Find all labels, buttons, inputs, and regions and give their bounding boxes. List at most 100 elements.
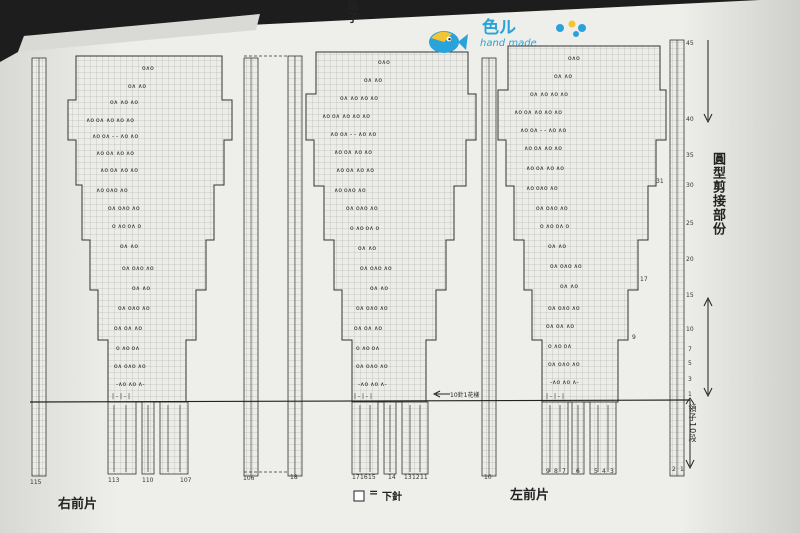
svg-text:o∧ o∧o ∧o: o∧ o∧o ∧o (360, 265, 392, 272)
stitch-number: 5 (594, 468, 598, 475)
row-number: 17 (640, 276, 648, 283)
svg-text:∧o o∧ ∧o ∧o: ∧o o∧ ∧o ∧o (334, 149, 372, 156)
svg-text:o ∧o o∧: o ∧o o∧ (356, 345, 380, 352)
stitch-number: 2 (672, 466, 676, 473)
row-number: 20 (686, 256, 694, 263)
stitch-number: 115 (30, 479, 42, 486)
row-number: 15 (686, 292, 694, 299)
svg-text:o ∧o o∧ o: o ∧o o∧ o (112, 223, 142, 230)
svg-text:∧o o∧ ∧o ∧o ∧o: ∧o o∧ ∧o ∧o ∧o (86, 117, 134, 124)
measurement-arrows (432, 40, 713, 470)
stitch-number: 11 (420, 474, 428, 481)
row-number: 30 (686, 182, 694, 189)
stitch-number: 3 (610, 468, 614, 475)
svg-text:o∧o: o∧o (378, 59, 390, 66)
svg-text:| - | - |: | - | - | (546, 393, 564, 400)
svg-text:∧o o∧ - - ∧o ∧o: ∧o o∧ - - ∧o ∧o (520, 127, 566, 134)
stitch-number: 12 (412, 474, 420, 481)
svg-text:∧o o∧ ∧o ∧o: ∧o o∧ ∧o ∧o (96, 150, 134, 157)
row-number: 1 (688, 391, 692, 398)
svg-text:o∧ o∧ ∧o: o∧ o∧ ∧o (546, 323, 574, 330)
stitch-number: 107 (180, 477, 192, 484)
row-number: 35 (686, 152, 694, 159)
right-front-label: 右前片 (58, 497, 98, 512)
left-front-label: 左前片 (510, 488, 550, 503)
svg-text:o∧ ∧o ∧o: o∧ ∧o ∧o (110, 99, 138, 106)
stitch-number: 15 (368, 474, 376, 481)
stitch-number: 110 (142, 477, 154, 484)
row-number: 45 (686, 40, 694, 47)
svg-text:o∧ ∧o: o∧ ∧o (370, 285, 388, 292)
stitch-number: 16 (360, 474, 368, 481)
svg-text:o∧ o∧o ∧o: o∧ o∧o ∧o (356, 305, 388, 312)
svg-text:o∧ ∧o: o∧ ∧o (554, 73, 572, 80)
svg-text:∧o o∧o ∧o: ∧o o∧o ∧o (334, 187, 366, 194)
svg-text:∧o o∧o ∧o: ∧o o∧o ∧o (96, 187, 128, 194)
svg-text:o ∧o o∧ o: o ∧o o∧ o (540, 223, 570, 230)
svg-text:| - | - |: | - | - | (354, 393, 372, 400)
stitch-number: 10 (484, 474, 492, 481)
row-number: 25 (686, 220, 694, 227)
svg-text:o∧ ∧o ∧o ∧o: o∧ ∧o ∧o ∧o (530, 91, 568, 98)
left-front-chart: o∧o o∧o o∧ ∧o o∧ ∧o o∧ ∧o ∧o ∧o o∧ ∧o ∧o ∧o… (287, 39, 685, 477)
svg-text:o∧ o∧o ∧o: o∧ o∧o ∧o (118, 305, 150, 312)
svg-text:o∧ ∧o: o∧ ∧o (358, 245, 376, 252)
collar-label: 領子10段 (688, 404, 697, 444)
row-number: 31 (656, 178, 664, 185)
stitch-number: 9 (546, 468, 550, 475)
svg-text:o∧ o∧ ∧o: o∧ o∧ ∧o (114, 325, 142, 332)
svg-text:o∧ o∧o ∧o: o∧ o∧o ∧o (114, 363, 146, 370)
stitch-number: 13 (404, 474, 412, 481)
row-number: 40 (686, 116, 694, 123)
fish-logo-icon (429, 20, 586, 53)
svg-text:∧o o∧ ∧o ∧o: ∧o o∧ ∧o ∧o (524, 145, 562, 152)
svg-text:o∧ o∧o ∧o: o∧ o∧o ∧o (122, 265, 154, 272)
right-front-chart: o∧o o∧ ∧o o∧ ∧o ∧o ∧o o∧ ∧o ∧o ∧o ∧o o∧ … (31, 55, 259, 477)
stitch-number: 7 (562, 468, 566, 475)
svg-text:o∧o: o∧o (568, 55, 580, 62)
row-number: 9 (632, 334, 636, 341)
stitch-number: 106 (243, 475, 255, 482)
round-collar-label: 圓型剪接部份 (710, 152, 725, 236)
svg-text:o∧ o∧o ∧o: o∧ o∧o ∧o (356, 363, 388, 370)
row-number: 5 (688, 360, 692, 367)
svg-text:-∧o ∧o ∧-: -∧o ∧o ∧- (550, 379, 579, 386)
svg-text:o∧ ∧o: o∧ ∧o (132, 285, 150, 292)
stitch-number: 1 (680, 466, 684, 473)
svg-text:-∧o ∧o ∧-: -∧o ∧o ∧- (358, 381, 387, 388)
svg-text:o∧ o∧o ∧o: o∧ o∧o ∧o (550, 263, 582, 270)
row-number: 3 (688, 376, 692, 383)
stitch-number: 4 (602, 468, 606, 475)
svg-text:-∧o ∧o ∧-: -∧o ∧o ∧- (116, 381, 145, 388)
svg-text:| - | - |: | - | - | (112, 393, 130, 400)
svg-text:∧o o∧ ∧o ∧o: ∧o o∧ ∧o ∧o (336, 167, 374, 174)
top-vertical-text: 端子 (346, 0, 359, 24)
svg-text:o∧ ∧o: o∧ ∧o (548, 243, 566, 250)
logo-title: 色ル (482, 18, 516, 38)
svg-text:o∧ ∧o: o∧ ∧o (560, 283, 578, 290)
svg-text:o∧ ∧o: o∧ ∧o (128, 83, 146, 90)
legend-equals: = (369, 486, 379, 499)
row-number: 10 (686, 326, 694, 333)
svg-text:∧o o∧ ∧o ∧o: ∧o o∧ ∧o ∧o (100, 167, 138, 174)
svg-text:o∧ o∧o ∧o: o∧ o∧o ∧o (346, 205, 378, 212)
svg-text:o∧o: o∧o (142, 65, 154, 72)
svg-text:o∧ ∧o ∧o ∧o: o∧ ∧o ∧o ∧o (340, 95, 378, 102)
svg-text:∧o o∧ - - ∧o ∧o: ∧o o∧ - - ∧o ∧o (92, 133, 138, 140)
svg-text:o∧ o∧ ∧o: o∧ o∧ ∧o (354, 325, 382, 332)
svg-text:o∧ ∧o: o∧ ∧o (364, 77, 382, 84)
svg-text:∧o o∧ ∧o ∧o: ∧o o∧ ∧o ∧o (526, 165, 564, 172)
svg-text:∧o o∧ ∧o ∧o ∧o: ∧o o∧ ∧o ∧o ∧o (322, 113, 370, 120)
svg-text:o∧ ∧o: o∧ ∧o (120, 243, 138, 250)
pattern-note: 10針1花樣 (450, 392, 480, 399)
svg-text:∧o o∧ ∧o ∧o ∧o: ∧o o∧ ∧o ∧o ∧o (514, 109, 562, 116)
stitch-number: 6 (576, 468, 580, 475)
row-number: 7 (688, 346, 692, 353)
svg-text:o ∧o o∧: o ∧o o∧ (116, 345, 140, 352)
svg-text:o∧ o∧o ∧o: o∧ o∧o ∧o (548, 305, 580, 312)
svg-text:o∧ o∧o ∧o: o∧ o∧o ∧o (548, 361, 580, 368)
stitch-number: 8 (554, 468, 558, 475)
svg-text:∧o o∧ - - ∧o ∧o: ∧o o∧ - - ∧o ∧o (330, 131, 376, 138)
